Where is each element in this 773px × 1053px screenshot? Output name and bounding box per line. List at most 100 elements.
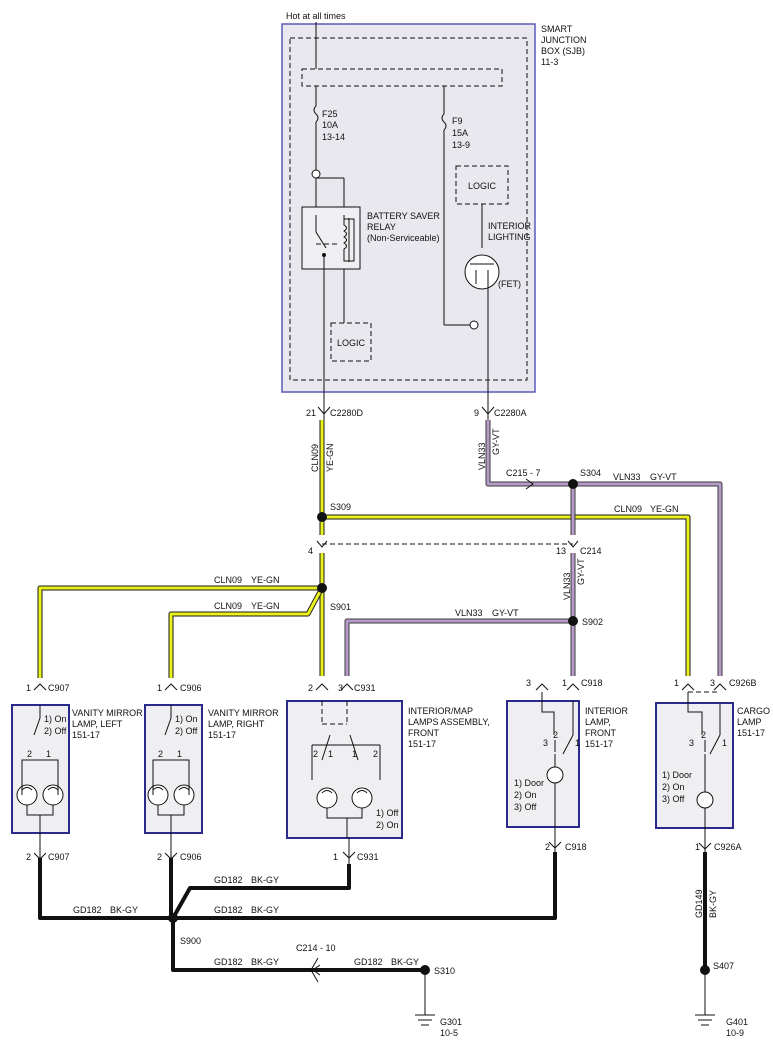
relay-label-1: BATTERY SAVER	[367, 211, 440, 221]
s407-label: S407	[713, 961, 734, 971]
interior-pin-3: 3	[543, 738, 548, 748]
c918-bot-pin: 2	[545, 842, 550, 852]
vanity-right-switch-on: 1) On	[175, 714, 198, 724]
map-switch-on: 2) On	[376, 820, 399, 830]
wire-gd182-harness	[38, 852, 707, 972]
interior-pin-2: 2	[553, 730, 558, 740]
map-switch-off: 1) Off	[376, 808, 399, 818]
vanity-right-label-3: 151-17	[208, 730, 236, 740]
ground-g401: G401 10-9	[695, 1014, 748, 1038]
interior-lamp-front: 3 1 C918 2 3 1 1) Door 2) On 3) Off INTE…	[506, 678, 629, 852]
wire-vln33-vertical-2: VLN33	[562, 572, 572, 600]
c918-top-pin-b: 1	[562, 678, 567, 688]
logic-module-bottom	[330, 322, 372, 362]
interior-pin-1: 1	[575, 738, 580, 748]
ground-icon	[695, 1014, 715, 1026]
sjb-name-line-3: BOX (SJB)	[541, 46, 585, 56]
wire-ye-gn-vertical: YE-GN	[325, 443, 335, 472]
wire-bk-gy-h4: BK-GY	[251, 957, 279, 967]
interior-switch-on: 2) On	[514, 790, 537, 800]
fuse-f25-label: F25	[322, 109, 338, 119]
vanity-right-label-1: VANITY MIRROR	[208, 708, 279, 718]
c214-label: C214	[580, 546, 602, 556]
splice-s309	[317, 512, 327, 522]
map-pin-2-left: 2	[313, 749, 318, 759]
vanity-left-pin-1: 1	[46, 749, 51, 759]
c931-top-label: C931	[354, 683, 376, 693]
fet-output-circle-icon	[469, 320, 479, 330]
c2280d-pin: 21	[306, 408, 316, 418]
vanity-left-pin-2: 2	[27, 749, 32, 759]
bulb-icon	[696, 791, 714, 809]
wire-cln09-h2: CLN09	[214, 575, 242, 585]
splice-s900	[168, 913, 178, 923]
bulb-icon	[546, 766, 564, 784]
wire-vln33-h2: VLN33	[455, 608, 483, 618]
vanity-right-pin-2: 2	[158, 749, 163, 759]
c931-top-pin-a: 2	[308, 683, 313, 693]
wire-gd182-h4: GD182	[214, 957, 243, 967]
c907-bot-pin: 2	[26, 852, 31, 862]
interior-lamp-label-3: FRONT	[585, 728, 616, 738]
c214-pin-left: 4	[308, 546, 313, 556]
sjb-name-line-4: 11-3	[541, 57, 558, 67]
map-pin-2-right: 2	[373, 749, 378, 759]
c214-10-label: C214 - 10	[296, 943, 336, 953]
interior-switch-off: 3) Off	[514, 802, 537, 812]
cargo-lamp-label-1: CARGO	[737, 706, 770, 716]
c931-top-pin-b: 3	[338, 683, 343, 693]
wire-gd149-vertical: GD149	[694, 889, 704, 918]
vanity-mirror-lamp-left: 1 C907 1) On 2) Off 2 1 VANITY MIRROR LA…	[11, 683, 143, 862]
vanity-left-label-3: 151-17	[72, 730, 100, 740]
g401-label: G401	[726, 1017, 748, 1027]
fuse-f9-rating: 15A	[452, 128, 468, 138]
map-lamps-label-1: INTERIOR/MAP	[408, 706, 473, 716]
junction-circle-icon	[311, 169, 321, 179]
logic-top-label: LOGIC	[468, 181, 497, 191]
interior-lighting-label-2: LIGHTING	[488, 232, 531, 242]
g301-ref: 10-5	[440, 1028, 458, 1038]
splice-s310	[420, 965, 430, 975]
vanity-mirror-lamp-right: 1 C906 1) On 2) Off 2 1 VANITY MIRROR LA…	[144, 683, 279, 862]
cargo-switch-on: 2) On	[662, 782, 685, 792]
wire-vln33-vertical: VLN33	[477, 442, 487, 470]
c926a-pin: 1	[695, 842, 700, 852]
vanity-right-pin-1: 1	[177, 749, 182, 759]
s310-label: S310	[434, 966, 455, 976]
c215-label: C215 - 7	[506, 468, 541, 478]
wire-bk-gy-vertical: BK-GY	[708, 890, 718, 918]
vanity-left-switch-on: 1) On	[44, 714, 67, 724]
cargo-lamp-label-3: 151-17	[737, 728, 765, 738]
battery-saver-relay	[301, 206, 361, 270]
ground-icon	[415, 1014, 435, 1026]
fuse-f25-icon	[313, 105, 319, 123]
c907-bot-label: C907	[48, 852, 70, 862]
sjb-name-line-1: SMART	[541, 24, 573, 34]
cargo-pin-1: 1	[722, 738, 727, 748]
c918-top-pin-a: 3	[526, 678, 531, 688]
c918-bot-label: C918	[565, 842, 587, 852]
wire-cln09-h1: CLN09	[614, 504, 642, 514]
c2280d-label: C2280D	[330, 408, 364, 418]
map-pin-1-left: 1	[328, 749, 333, 759]
cargo-pin-2: 2	[701, 730, 706, 740]
c907-top-label: C907	[48, 683, 70, 693]
vanity-left-switch-off: 2) Off	[44, 726, 67, 736]
cargo-pin-3: 3	[689, 738, 694, 748]
cargo-switch-off: 3) Off	[662, 794, 685, 804]
relay-label-3: (Non-Serviceable)	[367, 233, 440, 243]
c918-top-label: C918	[581, 678, 603, 688]
wire-vln33-h1: VLN33	[613, 472, 641, 482]
wire-bk-gy-h1: BK-GY	[251, 875, 279, 885]
c906-top-pin: 1	[157, 683, 162, 693]
logic-bottom-label: LOGIC	[337, 338, 366, 348]
interior-lamp-label-1: INTERIOR	[585, 706, 629, 716]
wire-ye-gn-h1: YE-GN	[650, 504, 679, 514]
splice-s902	[568, 616, 578, 626]
vanity-right-switch-off: 2) Off	[175, 726, 198, 736]
fuse-f9-icon	[441, 113, 447, 131]
c2280a-label: C2280A	[494, 408, 527, 418]
c926b-pin-a: 1	[674, 678, 679, 688]
wire-vln33-harness	[344, 420, 723, 676]
c926a-label: C926A	[714, 842, 742, 852]
